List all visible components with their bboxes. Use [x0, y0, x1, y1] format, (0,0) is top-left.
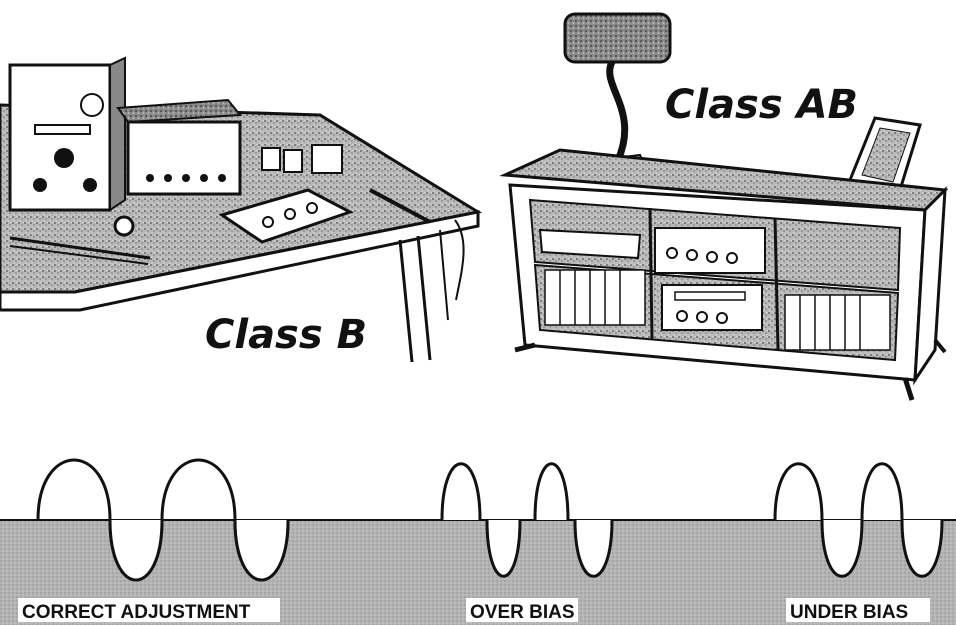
console-leg: [905, 378, 912, 400]
under-bias-label: UNDER BIAS: [790, 602, 908, 623]
console-leg: [515, 345, 535, 350]
workbench-scene: Class B: [0, 58, 478, 362]
lamp-shade: [565, 14, 670, 62]
picture-frame: [850, 118, 920, 190]
waveform-strip: CORRECT ADJUSTMENT OVER BIAS UNDER BIAS: [0, 460, 956, 625]
class-b-label: Class B: [205, 312, 367, 358]
meter-dial-icon: [81, 94, 103, 116]
workbench-leg: [440, 230, 448, 320]
workbench-leg: [418, 236, 430, 360]
amplifier-chassis: [118, 100, 240, 194]
vacuum-tube: [262, 148, 280, 170]
solder-spool: [115, 217, 133, 235]
record-player: [540, 230, 640, 258]
vacuum-tube: [284, 150, 302, 172]
workbench-leg: [400, 240, 412, 362]
class-ab-label: Class AB: [665, 82, 858, 128]
console-scene: Class AB: [505, 14, 945, 400]
console-amplifier: [662, 285, 762, 330]
control-knob-icon: [83, 178, 97, 192]
over-bias-label: OVER BIAS: [470, 602, 575, 623]
lamp-stem: [610, 62, 625, 160]
output-transformer: [312, 145, 342, 173]
correct-adjustment-label: CORRECT ADJUSTMENT: [22, 602, 251, 623]
tuning-knob-icon: [54, 148, 74, 168]
control-knob-icon: [33, 178, 47, 192]
tuner-unit: [655, 228, 765, 273]
scale-window: [35, 125, 90, 134]
test-meter-instrument: [10, 58, 125, 210]
